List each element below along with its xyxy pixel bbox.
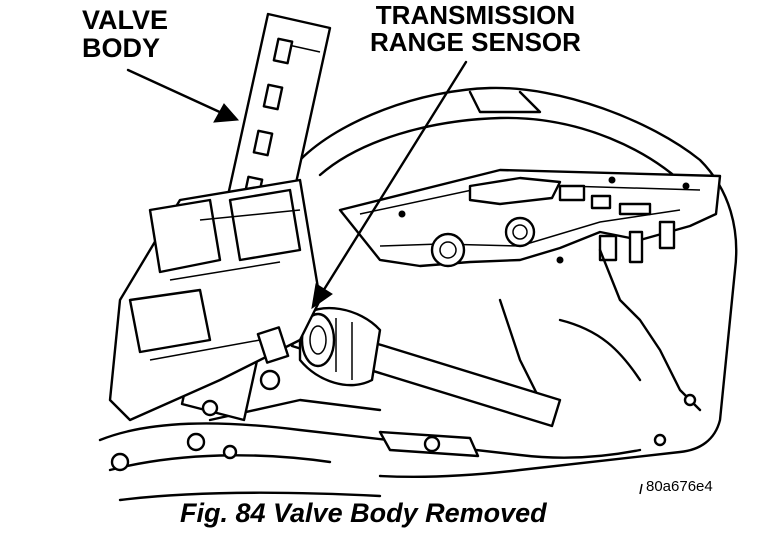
- pan-flange: [498, 248, 702, 447]
- sensor-label-line2: RANGE SENSOR: [370, 27, 581, 58]
- code-tick: [639, 483, 643, 495]
- separator-plate: [338, 168, 722, 268]
- transmission-range-sensor-label: TRANSMISSION RANGE SENSOR: [370, 0, 581, 58]
- shift-linkage: [110, 398, 480, 472]
- valve-body: [108, 12, 332, 422]
- valve-body-label: VALVE BODY: [82, 6, 168, 63]
- figure-code: 80a676e4: [646, 478, 713, 495]
- sensor-arrow: [311, 60, 468, 310]
- figure-caption: Fig. 84 Valve Body Removed: [180, 498, 547, 528]
- sensor-label-line1: TRANSMISSION: [375, 0, 576, 30]
- valve-body-arrow: [126, 68, 240, 123]
- manual-shaft: [290, 306, 562, 428]
- valve-body-label-line2: BODY: [82, 33, 161, 64]
- transmission-case: [98, 86, 738, 502]
- valve-body-label-line1: VALVE: [82, 5, 169, 35]
